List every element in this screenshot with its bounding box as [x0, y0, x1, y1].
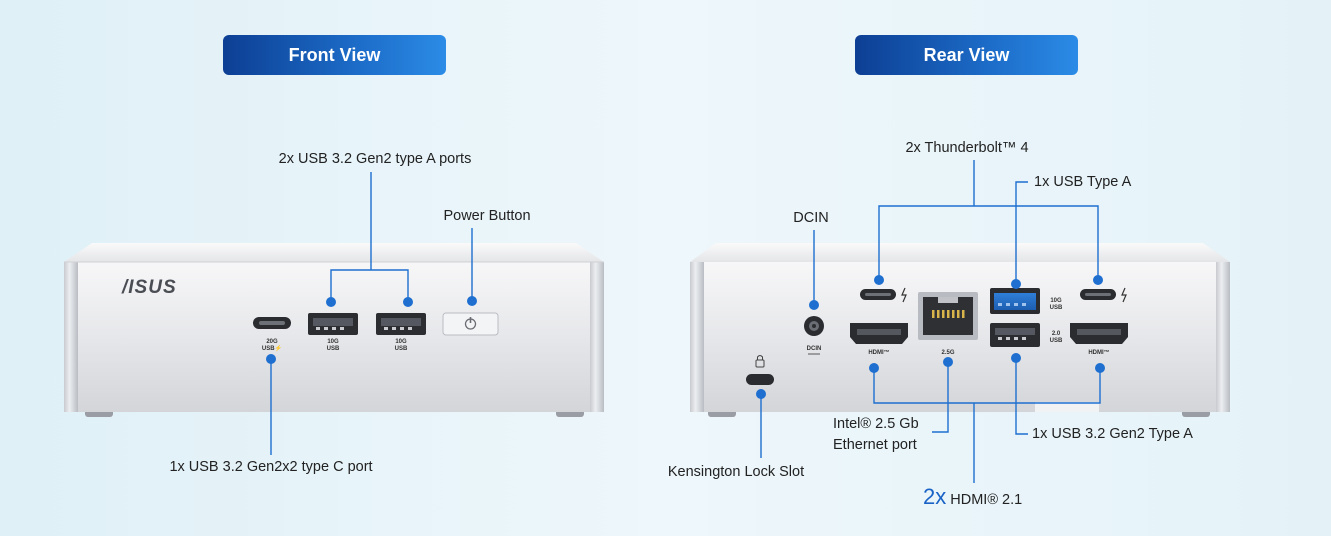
svg-text:DCIN: DCIN — [807, 346, 822, 352]
hdmi-port-1: HDMI™ — [850, 323, 908, 356]
ethernet-port: 2.5G — [918, 292, 978, 356]
hdmi-count: 2x — [923, 484, 947, 509]
rear-view-header: Rear View — [855, 35, 1078, 75]
svg-text:10G: 10G — [327, 339, 339, 345]
hdmi-port-2: HDMI™ — [1070, 323, 1128, 356]
thunderbolt-port-2 — [1080, 287, 1127, 303]
label-usb-type-a: 1x USB Type A — [1034, 174, 1132, 190]
asus-logo: /ISUS — [121, 277, 177, 298]
rear-top-lid — [690, 243, 1230, 262]
thunderbolt-icon — [1121, 287, 1127, 303]
label-kensington-lock: Kensington Lock Slot — [667, 464, 805, 480]
usb-3-2-gen2-port: 2.0 USB — [990, 323, 1063, 347]
power-button[interactable] — [442, 312, 499, 336]
thunderbolt-port-1 — [860, 287, 907, 303]
svg-text:USB: USB — [395, 346, 408, 352]
usb-type-a-blue-port: 10G USB — [990, 288, 1063, 314]
label-dcin: DCIN — [793, 210, 829, 226]
rear-device: DCIN HDMI™ H — [690, 243, 1230, 417]
lock-icon — [755, 359, 765, 368]
svg-text:USB: USB — [1050, 305, 1063, 311]
svg-text:10G: 10G — [1050, 298, 1062, 304]
front-usba-port-1: 10G USB — [308, 313, 358, 352]
front-callout-dots — [266, 296, 477, 364]
label-power-button: Power Button — [443, 208, 531, 224]
svg-text:USB: USB — [327, 346, 340, 352]
svg-text:2.5G: 2.5G — [941, 350, 954, 356]
svg-text:2.0: 2.0 — [1052, 331, 1061, 337]
svg-text:10G: 10G — [395, 339, 407, 345]
label-ethernet-line2: Ethernet port — [833, 437, 917, 453]
svg-text:USB⚡: USB⚡ — [262, 344, 282, 352]
kensington-slot — [746, 355, 774, 385]
front-callouts — [270, 172, 473, 455]
front-usbc-port: 20G USB⚡ — [253, 317, 291, 352]
front-usba-port-2: 10G USB — [376, 313, 426, 352]
front-body — [64, 262, 604, 412]
label-usb-gen2-type-a: 1x USB 3.2 Gen2 Type A — [1032, 426, 1193, 442]
front-top-lid — [64, 243, 604, 262]
front-view-header: Front View — [223, 35, 446, 75]
svg-text:HDMI™: HDMI™ — [868, 349, 889, 356]
front-device: /ISUS 20G USB⚡ 10G USB — [64, 243, 604, 417]
rear-callouts — [760, 160, 1101, 483]
rear-callout-dots — [756, 275, 1105, 399]
label-ethernet-line1: Intel® 2.5 Gb — [833, 416, 919, 432]
label-hdmi: 2x HDMI® 2.1 — [923, 484, 1022, 510]
svg-text:20G: 20G — [266, 339, 278, 345]
label-thunderbolt: 2x Thunderbolt™ 4 — [905, 140, 1029, 156]
thunderbolt-icon — [901, 287, 907, 303]
svg-text:HDMI™: HDMI™ — [1088, 349, 1109, 356]
svg-text:USB: USB — [1050, 338, 1063, 344]
hdmi-text: HDMI® 2.1 — [950, 492, 1023, 508]
dcin-jack: DCIN — [804, 316, 824, 355]
label-usb-a-ports: 2x USB 3.2 Gen2 type A ports — [278, 151, 472, 167]
label-usb-c-port: 1x USB 3.2 Gen2x2 type C port — [169, 459, 373, 475]
